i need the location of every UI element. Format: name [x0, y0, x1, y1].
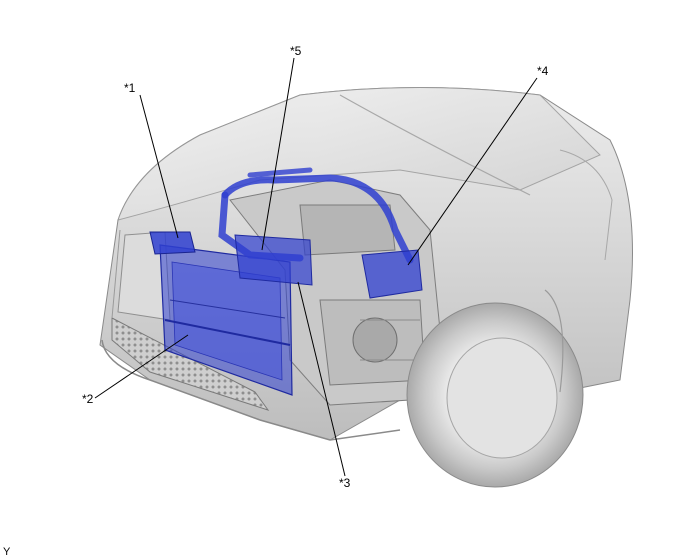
callout-1: *1 — [124, 81, 136, 95]
callout-2: *2 — [82, 392, 94, 406]
front-wheel — [406, 289, 584, 488]
corner-mark: Y — [3, 546, 11, 558]
callout-5: *5 — [290, 44, 302, 58]
leader-lines — [94, 57, 538, 477]
callout-3: *3 — [339, 476, 351, 490]
front-bumper — [101, 339, 401, 441]
radiator-assembly — [159, 244, 293, 396]
lower-grille — [111, 317, 270, 411]
heater-unit — [361, 249, 423, 299]
engine-assembly — [229, 179, 441, 406]
reserve-tank — [149, 231, 196, 255]
callout-4: *4 — [537, 64, 549, 78]
water-pump — [234, 234, 313, 286]
